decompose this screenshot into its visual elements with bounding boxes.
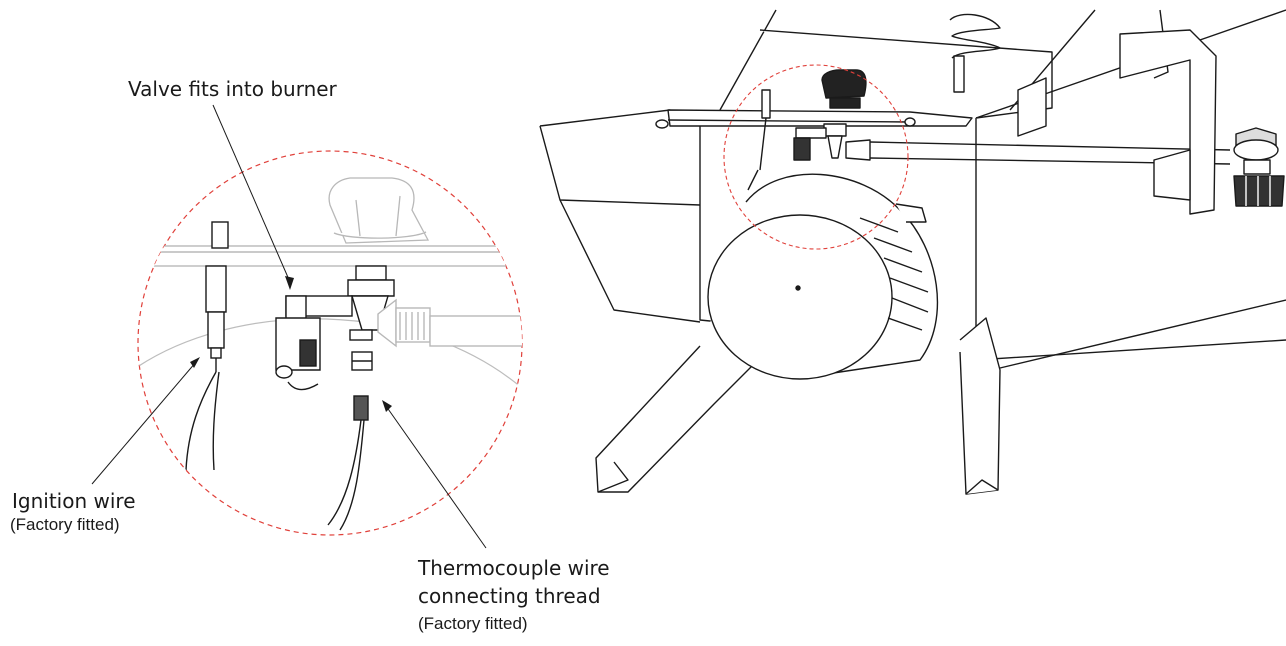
side-bracket xyxy=(1017,29,1217,215)
leader-ignition xyxy=(91,361,197,485)
callout-ignition-note: (Factory fitted) xyxy=(10,515,120,534)
callout-thermocouple-line2: connecting thread xyxy=(418,584,601,608)
leader-lines xyxy=(91,104,487,549)
hose-spring-clip xyxy=(949,13,1001,93)
leader-thermocouple xyxy=(385,405,487,549)
callout-valve-label: Valve fits into burner xyxy=(128,77,337,101)
detail-view xyxy=(137,150,523,536)
gas-regulator xyxy=(1233,127,1285,207)
burner-drum xyxy=(707,173,939,380)
callout-thermocouple-line1: Thermocouple wire xyxy=(418,556,610,580)
burner-drum-front xyxy=(707,214,893,380)
top-rail xyxy=(655,109,973,129)
valve-injector-arm xyxy=(275,295,353,391)
callout-thermocouple-note: (Factory fitted) xyxy=(418,614,528,633)
mounting-bar xyxy=(138,245,522,267)
detail-locator-circle xyxy=(723,64,909,250)
stand-leg-right xyxy=(959,317,1001,495)
side-panel-left xyxy=(539,109,771,346)
control-knob xyxy=(328,177,430,244)
valve-body xyxy=(347,265,395,371)
gas-hose-fitting xyxy=(377,298,522,348)
leader-valve xyxy=(212,104,291,283)
thermocouple-connector xyxy=(327,395,369,531)
callout-ignition-label: Ignition wire xyxy=(12,489,136,513)
valve-assembly-small xyxy=(747,69,867,191)
full-assembly-view xyxy=(539,9,1286,495)
ignition-electrode xyxy=(185,221,229,471)
